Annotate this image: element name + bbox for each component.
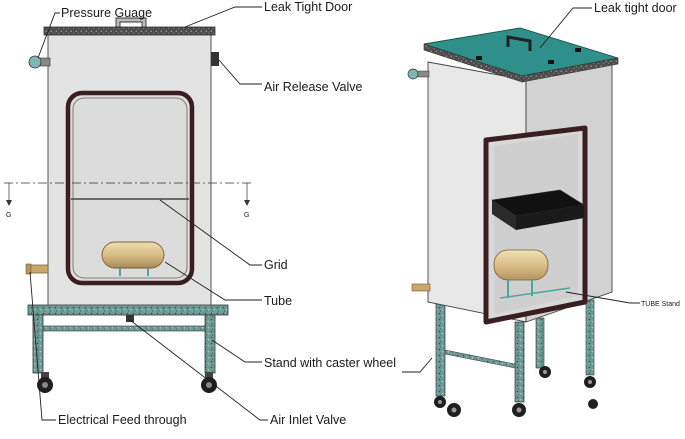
label-tube: Tube bbox=[264, 294, 292, 308]
front-lid-handle bbox=[115, 17, 147, 28]
electrical-feed-icon bbox=[25, 263, 49, 275]
label-tube-stand: TUBE Stand bbox=[641, 301, 680, 308]
front-caster-wheels bbox=[37, 372, 217, 393]
label-grid: Grid bbox=[264, 258, 288, 272]
label-stand: Stand with caster wheel bbox=[264, 356, 396, 370]
leader-lines bbox=[29, 6, 640, 421]
air-release-valve-icon bbox=[211, 52, 219, 66]
section-marker-left: G bbox=[6, 212, 11, 219]
label-leak-tight-door-iso: Leak tight door bbox=[594, 1, 677, 15]
label-electrical-feed: Electrical Feed through bbox=[58, 413, 187, 427]
label-air-release-valve: Air Release Valve bbox=[264, 80, 362, 94]
pressure-gauge-icon bbox=[28, 55, 51, 69]
iso-electrical-feed-icon bbox=[411, 283, 431, 292]
section-marker-right: G bbox=[244, 212, 249, 219]
label-leak-tight-door-front: Leak Tight Door bbox=[264, 0, 352, 14]
callout-labels: Pressure Guage Leak Tight Door Air Relea… bbox=[58, 0, 680, 427]
label-air-inlet-valve: Air Inlet Valve bbox=[270, 413, 346, 427]
iso-view bbox=[407, 27, 619, 417]
section-line bbox=[4, 182, 252, 206]
label-pressure-gauge: Pressure Guage bbox=[61, 6, 152, 20]
front-window bbox=[65, 90, 195, 286]
iso-tube bbox=[493, 249, 571, 299]
front-view: G G bbox=[4, 17, 252, 393]
iso-caster-wheels bbox=[434, 366, 598, 417]
front-lid bbox=[43, 26, 216, 36]
iso-lid-handle bbox=[506, 35, 532, 51]
front-tube bbox=[101, 241, 165, 276]
iso-pressure-gauge-icon bbox=[407, 68, 430, 80]
front-stand bbox=[27, 304, 229, 374]
